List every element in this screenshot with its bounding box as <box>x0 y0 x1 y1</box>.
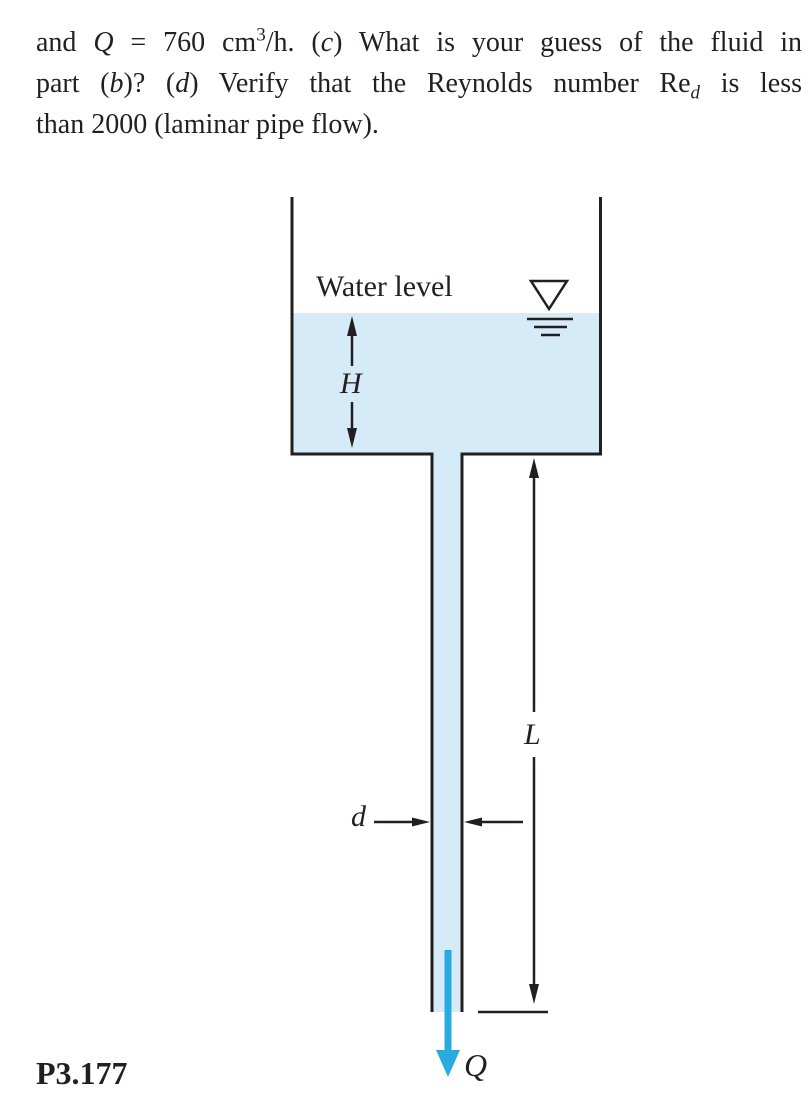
text-run: part ( <box>36 68 110 99</box>
diameter-label: d <box>351 800 366 833</box>
text-run: and <box>36 27 94 58</box>
height-label: H <box>340 367 362 400</box>
pipe-water-fill <box>433 452 461 1012</box>
problem-statement: and Q = 760 cm3/h. (c) What is your gues… <box>36 22 802 145</box>
arrow-down-icon <box>347 428 357 448</box>
text-run: /h. ( <box>265 27 321 58</box>
figure-number: P3.177 <box>36 1055 128 1091</box>
nabla-icon <box>528 279 570 312</box>
part-c-letter: c <box>320 27 334 58</box>
part-d-letter: d <box>175 68 190 99</box>
flow-rate-label: Q <box>464 1047 488 1083</box>
arrow-down-icon <box>529 984 539 1004</box>
water-level-label: Water level <box>316 270 453 303</box>
l-dimension-arrow <box>478 458 548 1014</box>
text-run: )? ( <box>123 68 176 99</box>
flow-arrow-head-icon <box>436 1050 460 1077</box>
text-run: ) What is your guess of the fluid in <box>333 27 803 58</box>
text-run: = 760 cm <box>113 27 257 58</box>
variable-Q: Q <box>93 27 114 58</box>
text-run: ) Verify that the Reynolds number Re <box>189 68 691 99</box>
arrow-left-icon <box>464 817 482 827</box>
length-label: L <box>524 718 541 751</box>
reynolds-subscript: d <box>691 83 701 104</box>
problem-line-1: and Q = 760 cm3/h. (c) What is your gues… <box>36 22 802 63</box>
problem-line-2: part (b)? (d) Verify that the Reynolds n… <box>36 63 802 104</box>
problem-line-3: than 2000 (laminar pipe flow). <box>36 109 379 140</box>
flow-arrow <box>436 950 460 1077</box>
subscript-d: d <box>690 82 701 104</box>
h-dimension-arrow <box>347 316 357 448</box>
d-dimension-arrows <box>374 817 523 827</box>
text-run: is less <box>700 68 803 99</box>
arrow-up-icon <box>529 458 539 478</box>
arrow-up-icon <box>347 316 357 336</box>
water-surface-symbol <box>527 279 573 337</box>
part-b-letter: b <box>109 68 124 99</box>
tank-water-fill <box>293 313 599 454</box>
superscript-3: 3 <box>256 24 266 46</box>
arrow-right-icon <box>412 817 430 827</box>
